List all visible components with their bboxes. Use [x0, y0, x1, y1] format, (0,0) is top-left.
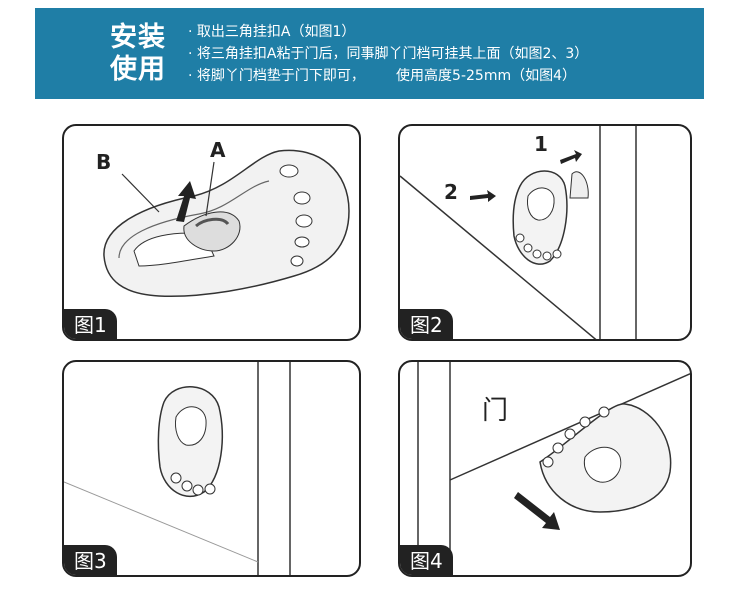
- instruction-list: · 取出三角挂扣A（如图1） · 将三角挂扣A粘于门后，同事脚丫门档可挂其上面（…: [188, 21, 588, 87]
- figure-4-panel: 门 图4: [398, 360, 692, 577]
- figure-2-label: 图2: [400, 309, 453, 339]
- doorstop-foot-illustration: [103, 149, 350, 298]
- door-hook-illustration: [400, 126, 637, 339]
- instruction-banner: 安装 使用 · 取出三角挂扣A（如图1） · 将三角挂扣A粘于门后，同事脚丫门档…: [35, 8, 704, 99]
- figure-3-panel: 图3: [62, 360, 361, 577]
- step-2-label: 2: [444, 180, 458, 204]
- figure-1-label: 图1: [64, 309, 117, 339]
- instruction-line-2: · 将三角挂扣A粘于门后，同事脚丫门档可挂其上面（如图2、3）: [188, 46, 589, 62]
- figure-2-panel: 1 2 图2: [398, 124, 692, 341]
- figure-3-label: 图3: [64, 545, 117, 575]
- banner-title-line1: 安装: [110, 22, 166, 53]
- instruction-line-3: · 将脚丫门档垫于门下即可， 使用高度5-25mm（如图4）: [188, 68, 577, 84]
- figure-1-panel: B A 图1: [62, 124, 361, 341]
- callout-b: B: [96, 150, 112, 174]
- callout-a: A: [210, 138, 226, 162]
- banner-title-line2: 使用: [110, 54, 166, 85]
- step-1-label: 1: [534, 132, 548, 156]
- instruction-line-1: · 取出三角挂扣A（如图1）: [188, 24, 356, 40]
- doorstop-under-door-illustration: [417, 362, 690, 575]
- door-hung-doorstop-illustration: [64, 362, 291, 575]
- figure-4-label: 图4: [400, 545, 453, 575]
- banner-title: 安装 使用: [103, 22, 173, 86]
- door-label: 门: [482, 396, 509, 426]
